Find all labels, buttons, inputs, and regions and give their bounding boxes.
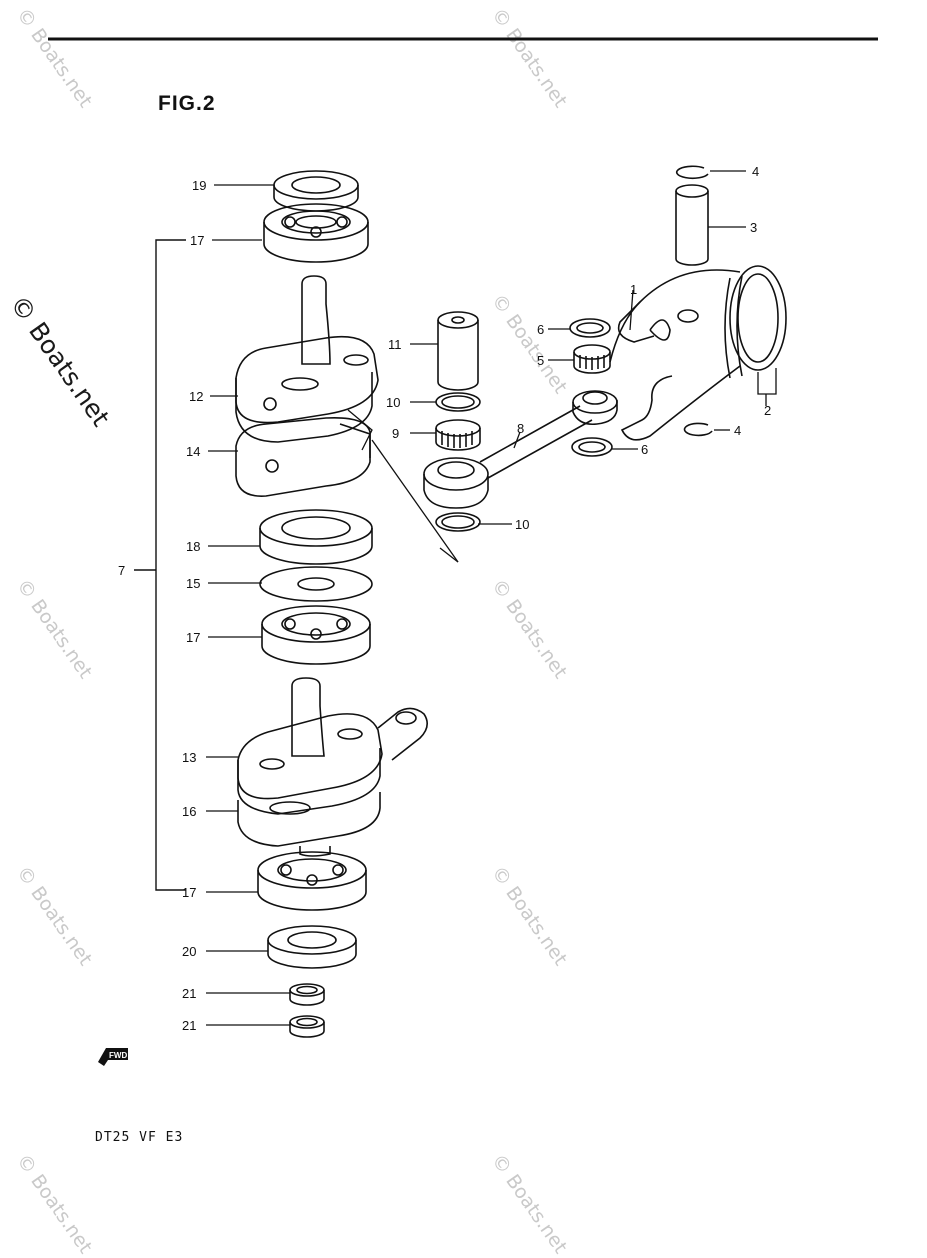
washer-10-bottom: [435, 512, 481, 532]
crank-pin-11: [437, 311, 479, 391]
callout-12: 12: [189, 389, 204, 404]
bearing-17-top: [263, 203, 369, 263]
callout-10: 10: [386, 395, 401, 410]
bearing-17-bottom: [257, 851, 367, 911]
needle-bearing-9: [435, 419, 481, 451]
upper-crank-12: [235, 275, 379, 443]
callout-3: 3: [750, 220, 758, 235]
callout-15: 15: [186, 576, 201, 591]
callout-21: 21: [182, 986, 197, 1001]
circlip-4-bottom: [683, 422, 713, 437]
callout-17: 17: [190, 233, 205, 248]
callout-21: 21: [182, 1018, 197, 1033]
circlip-4-top: [675, 165, 709, 180]
model-code: DT25 VF E3: [95, 1130, 184, 1145]
piston-1: [609, 265, 787, 441]
callout-20: 20: [182, 944, 197, 959]
ring-21-lower: [289, 1015, 325, 1038]
seal-20: [267, 925, 357, 969]
callout-17: 17: [182, 885, 197, 900]
callout-6: 6: [641, 442, 649, 457]
callout-5: 5: [537, 353, 545, 368]
fwd-label: FWD: [109, 1051, 127, 1060]
washer-6-top: [569, 318, 611, 338]
callout-7: 7: [118, 563, 126, 578]
bearing-17-middle: [261, 605, 371, 665]
callout-6: 6: [537, 322, 545, 337]
callout-2: 2: [764, 403, 772, 418]
callout-14: 14: [186, 444, 201, 459]
seal-18: [259, 509, 373, 565]
assembly-bracket-7: [155, 239, 186, 891]
plate-15: [259, 566, 373, 602]
connecting-rod-8: [423, 390, 618, 509]
lower-crank-13: [237, 677, 428, 815]
callout-19: 19: [192, 178, 207, 193]
callout-17: 17: [186, 630, 201, 645]
callout-13: 13: [182, 750, 197, 765]
callout-1: 1: [630, 282, 638, 297]
callout-16: 16: [182, 804, 197, 819]
callout-10: 10: [515, 517, 530, 532]
figure-title: FIG.2: [158, 92, 216, 115]
callout-9: 9: [392, 426, 400, 441]
callout-18: 18: [186, 539, 201, 554]
washer-10-top: [435, 392, 481, 412]
callout-11: 11: [388, 337, 402, 352]
callout-8: 8: [517, 421, 525, 436]
washer-6-bottom: [571, 437, 613, 457]
needle-bearing-5: [573, 344, 611, 374]
callout-4: 4: [752, 164, 760, 179]
exploded-view-drawing: [48, 37, 878, 1038]
piston-pin-3: [675, 184, 709, 266]
leader-lines-left: [206, 184, 290, 1026]
callout-4: 4: [734, 423, 742, 438]
crank-web-16: [237, 792, 381, 857]
forward-arrow-icon: FWD: [98, 1048, 128, 1066]
ring-21-upper: [289, 983, 325, 1006]
parts-diagram: © Boats.net © Boats.net © Boats.net © Bo…: [4, 4, 878, 1258]
piston-rings-2: [757, 368, 777, 406]
oil-seal-19: [273, 170, 359, 212]
leader-lines-right: [410, 170, 746, 525]
